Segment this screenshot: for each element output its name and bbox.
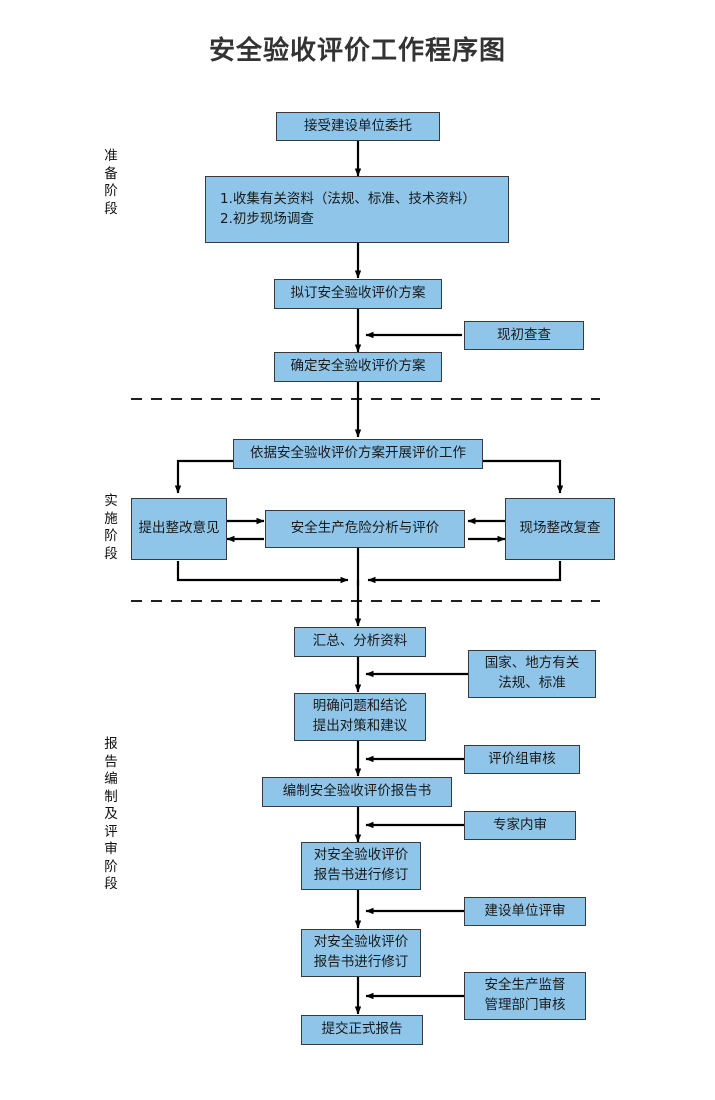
node-text: 现场整改复查: [519, 520, 601, 537]
node-text: 报告书进行修订: [313, 954, 409, 970]
node-hazard-analysis[interactable]: 安全生产危险分析与评价: [265, 510, 465, 548]
node-text: 1.收集有关资料（法规、标准、技术资料）: [220, 190, 476, 207]
node-text: 现初查查: [497, 326, 551, 343]
node-text: 评价组审核: [488, 750, 556, 767]
node-text: 确定安全验收评价方案: [290, 358, 426, 375]
node-text: 法规、标准: [498, 675, 566, 691]
node-text: 拟订安全验收评价方案: [290, 285, 426, 302]
node-construction-unit-review[interactable]: 建设单位评审: [464, 897, 586, 926]
stage-label-implementation: 实 施 阶 段: [98, 493, 124, 563]
node-text: 提出对策和建议: [312, 718, 408, 734]
node-draft-plan[interactable]: 拟订安全验收评价方案: [274, 279, 442, 309]
node-summarize-analyze[interactable]: 汇总、分析资料: [294, 627, 426, 657]
page-title: 安全验收评价工作程序图: [208, 36, 506, 66]
stage-char: 阶: [104, 183, 118, 200]
node-text: 建设单位评审: [484, 902, 566, 919]
node-collect-data[interactable]: 1.收集有关资料（法规、标准、技术资料） 2.初步现场调查: [205, 176, 509, 243]
stage-char: 编: [104, 771, 118, 788]
node-text: 依据安全验收评价方案开展评价工作: [250, 445, 466, 462]
stage-char: 备: [104, 165, 118, 182]
stage-char: 段: [104, 545, 118, 562]
node-rectification-opinion[interactable]: 提出整改意见: [131, 498, 227, 560]
stage-char: 实: [104, 493, 118, 509]
stage-char: 段: [104, 200, 118, 217]
node-text: 专家内审: [493, 816, 547, 833]
stage-char: 评: [104, 823, 118, 840]
node-text: 汇总、分析资料: [312, 633, 408, 650]
stage-char: 段: [104, 876, 118, 893]
stage-char: 审: [104, 841, 118, 858]
node-compile-report[interactable]: 编制安全验收评价报告书: [262, 777, 452, 807]
stage-char: 告: [104, 753, 118, 770]
node-carry-out-evaluation[interactable]: 依据安全验收评价方案开展评价工作: [233, 439, 483, 469]
stage-label-report: 报 告 编 制 及 评 审 阶 段: [98, 736, 124, 894]
node-accept-commission[interactable]: 接受建设单位委托: [276, 112, 440, 141]
stage-char: 阶: [104, 528, 118, 545]
node-submit-final-report[interactable]: 提交正式报告: [301, 1015, 423, 1045]
node-text: 接受建设单位委托: [304, 117, 412, 134]
stage-char: 报: [104, 736, 118, 752]
node-national-local-regs[interactable]: 国家、地方有关 法规、标准: [468, 650, 596, 698]
node-text: 对安全验收评价: [313, 934, 409, 951]
stage-char: 制: [104, 788, 118, 805]
node-text: 管理部门审核: [484, 997, 566, 1013]
stage-char: 阶: [104, 858, 118, 875]
node-text: 安全生产监督: [484, 977, 566, 994]
stage-label-preparation: 准 备 阶 段: [98, 148, 124, 218]
node-text: 明确问题和结论: [312, 698, 408, 715]
node-text: 编制安全验收评价报告书: [282, 783, 432, 800]
node-preliminary-check[interactable]: 现初查查: [464, 321, 584, 350]
stage-char: 施: [104, 510, 118, 527]
node-review-group[interactable]: 评价组审核: [464, 745, 580, 774]
node-expert-internal-review[interactable]: 专家内审: [464, 811, 576, 840]
node-text: 安全生产危险分析与评价: [290, 520, 440, 537]
stage-char: 及: [104, 806, 118, 823]
node-text: 国家、地方有关: [484, 655, 580, 672]
node-clarify-conclusions[interactable]: 明确问题和结论 提出对策和建议: [294, 693, 426, 741]
node-text: 提出整改意见: [138, 520, 220, 537]
node-onsite-recheck[interactable]: 现场整改复查: [505, 498, 615, 560]
node-safety-supervision-review[interactable]: 安全生产监督 管理部门审核: [464, 972, 586, 1020]
node-text: 提交正式报告: [321, 1021, 403, 1038]
node-revise-report-1[interactable]: 对安全验收评价 报告书进行修订: [301, 842, 421, 890]
node-revise-report-2[interactable]: 对安全验收评价 报告书进行修订: [301, 929, 421, 977]
node-text: 报告书进行修订: [313, 867, 409, 883]
stage-char: 准: [104, 148, 118, 164]
node-text: 对安全验收评价: [313, 847, 409, 864]
node-text: 2.初步现场调查: [220, 210, 314, 227]
node-confirm-plan[interactable]: 确定安全验收评价方案: [274, 352, 442, 382]
